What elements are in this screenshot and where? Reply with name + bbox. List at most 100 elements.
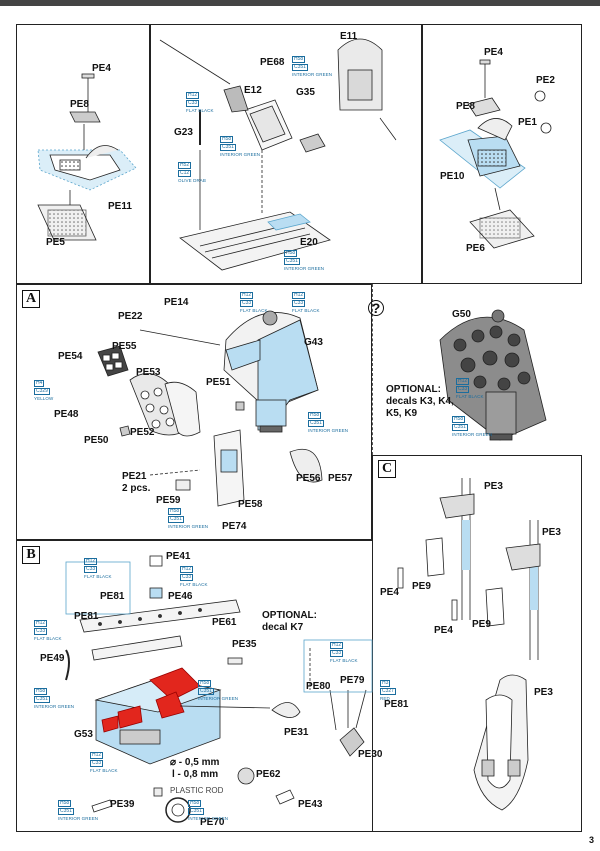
label-pe59: PE59 xyxy=(156,495,181,506)
paint-name: INTERIOR GREEN xyxy=(284,266,325,271)
label-pe6: PE6 xyxy=(466,243,485,254)
label-pe57: PE57 xyxy=(328,473,353,484)
paint-h: H12 xyxy=(84,558,98,565)
paint-h: H58 xyxy=(168,508,182,515)
paint-h: H58 xyxy=(292,56,306,63)
paint-name: FLAT BLACK xyxy=(90,768,118,773)
label-pe21: PE21 xyxy=(122,471,147,482)
paint-c: C33 xyxy=(456,386,470,393)
label-g35: G35 xyxy=(296,87,315,98)
label-pe30: PE30 xyxy=(358,749,383,760)
label-pe61: PE61 xyxy=(212,617,237,628)
paint-name: OLIVE DRAB xyxy=(178,178,207,183)
paint-c: C351 xyxy=(220,144,236,151)
section-marker-c: C xyxy=(378,460,396,478)
paint-h: H52 xyxy=(178,162,192,169)
paint-c: C351 xyxy=(58,808,74,815)
page-top-bar xyxy=(0,0,600,6)
optional-decals-2: K5, K9 xyxy=(386,408,418,419)
label-pe74: PE74 xyxy=(222,521,247,532)
label-pe3-bottom: PE3 xyxy=(534,687,553,698)
paint-name: YELLOW xyxy=(34,396,54,401)
label-e20: E20 xyxy=(300,237,318,248)
paint-c: C33 xyxy=(330,650,344,657)
paint-name: FLAT BLACK xyxy=(456,394,484,399)
paint-c: C33 xyxy=(186,100,200,107)
paint-name: FLAT BLACK xyxy=(186,108,214,113)
label-diameter: ⌀ - 0,5 mm xyxy=(170,757,220,768)
label-pe2: PE2 xyxy=(536,75,555,86)
paint-name: INTERIOR GREEN xyxy=(34,704,75,709)
paint-c: C351 xyxy=(452,424,468,431)
paint-c: C351 xyxy=(34,696,50,703)
paint-c: C327 xyxy=(380,688,396,695)
label-pe49: PE49 xyxy=(40,653,65,664)
label-pe39: PE39 xyxy=(110,799,135,810)
label-pe80: PE80 xyxy=(306,681,331,692)
paint-h: H12 xyxy=(330,642,344,649)
optional-b-decal: decal K7 xyxy=(262,622,304,633)
label-pe53: PE53 xyxy=(136,367,161,378)
label-pe81-b: PE81 xyxy=(74,611,99,622)
paint-name: INTERIOR GREEN xyxy=(168,524,209,529)
label-pe50: PE50 xyxy=(84,435,109,446)
paint-name: INTERIOR GREEN xyxy=(188,816,229,821)
label-g53: G53 xyxy=(74,729,93,740)
page-number: 3 xyxy=(588,835,594,845)
label-g43: G43 xyxy=(304,337,323,348)
paint-h: H12 xyxy=(240,292,254,299)
paint-h: H12 xyxy=(186,92,200,99)
optional-decals-1: decals K3, K4, xyxy=(386,396,454,407)
label-pe3-mid: PE3 xyxy=(542,527,561,538)
label-pe46: PE46 xyxy=(168,591,193,602)
label-pe81-c: PE81 xyxy=(384,699,409,710)
optional-heading: OPTIONAL: xyxy=(386,384,441,395)
label-2pcs: 2 pcs. xyxy=(122,483,151,494)
paint-h: H58 xyxy=(220,136,234,143)
label-e12: E12 xyxy=(244,85,262,96)
label-pe9-c2: PE9 xyxy=(472,619,491,630)
paint-name: FLAT BLACK xyxy=(180,582,208,587)
label-pe4: PE4 xyxy=(92,63,111,74)
label-pe55: PE55 xyxy=(112,341,137,352)
paint-h: H58 xyxy=(308,412,322,419)
paint-c: C33 xyxy=(180,574,194,581)
label-pe8-right: PE8 xyxy=(456,101,475,112)
paint-h: H12 xyxy=(34,620,48,627)
paint-name: RED xyxy=(380,696,390,701)
label-pe58: PE58 xyxy=(238,499,263,510)
section-marker-a: A xyxy=(22,290,40,308)
label-pe4-c2: PE4 xyxy=(434,625,453,636)
paint-c: C351 xyxy=(284,258,300,265)
paint-name: FLAT BLACK xyxy=(240,308,268,313)
label-pe70: PE70 xyxy=(200,817,225,828)
label-pe5: PE5 xyxy=(46,237,65,248)
paint-h: H58 xyxy=(284,250,298,257)
paint-name: INTERIOR GREEN xyxy=(292,72,333,77)
label-pe35: PE35 xyxy=(232,639,257,650)
paint-c: C33 xyxy=(240,300,254,307)
label-pe8: PE8 xyxy=(70,99,89,110)
label-pe14: PE14 xyxy=(164,297,189,308)
paint-name: FLAT BLACK xyxy=(34,636,62,641)
paint-h: H12 xyxy=(180,566,194,573)
label-pe31: PE31 xyxy=(284,727,309,738)
label-e11: E11 xyxy=(340,31,358,42)
label-pe1: PE1 xyxy=(518,117,537,128)
label-g23: G23 xyxy=(174,127,193,138)
paint-h: H58 xyxy=(452,416,466,423)
paint-h: H4 xyxy=(34,380,45,387)
label-pe51: PE51 xyxy=(206,377,231,388)
